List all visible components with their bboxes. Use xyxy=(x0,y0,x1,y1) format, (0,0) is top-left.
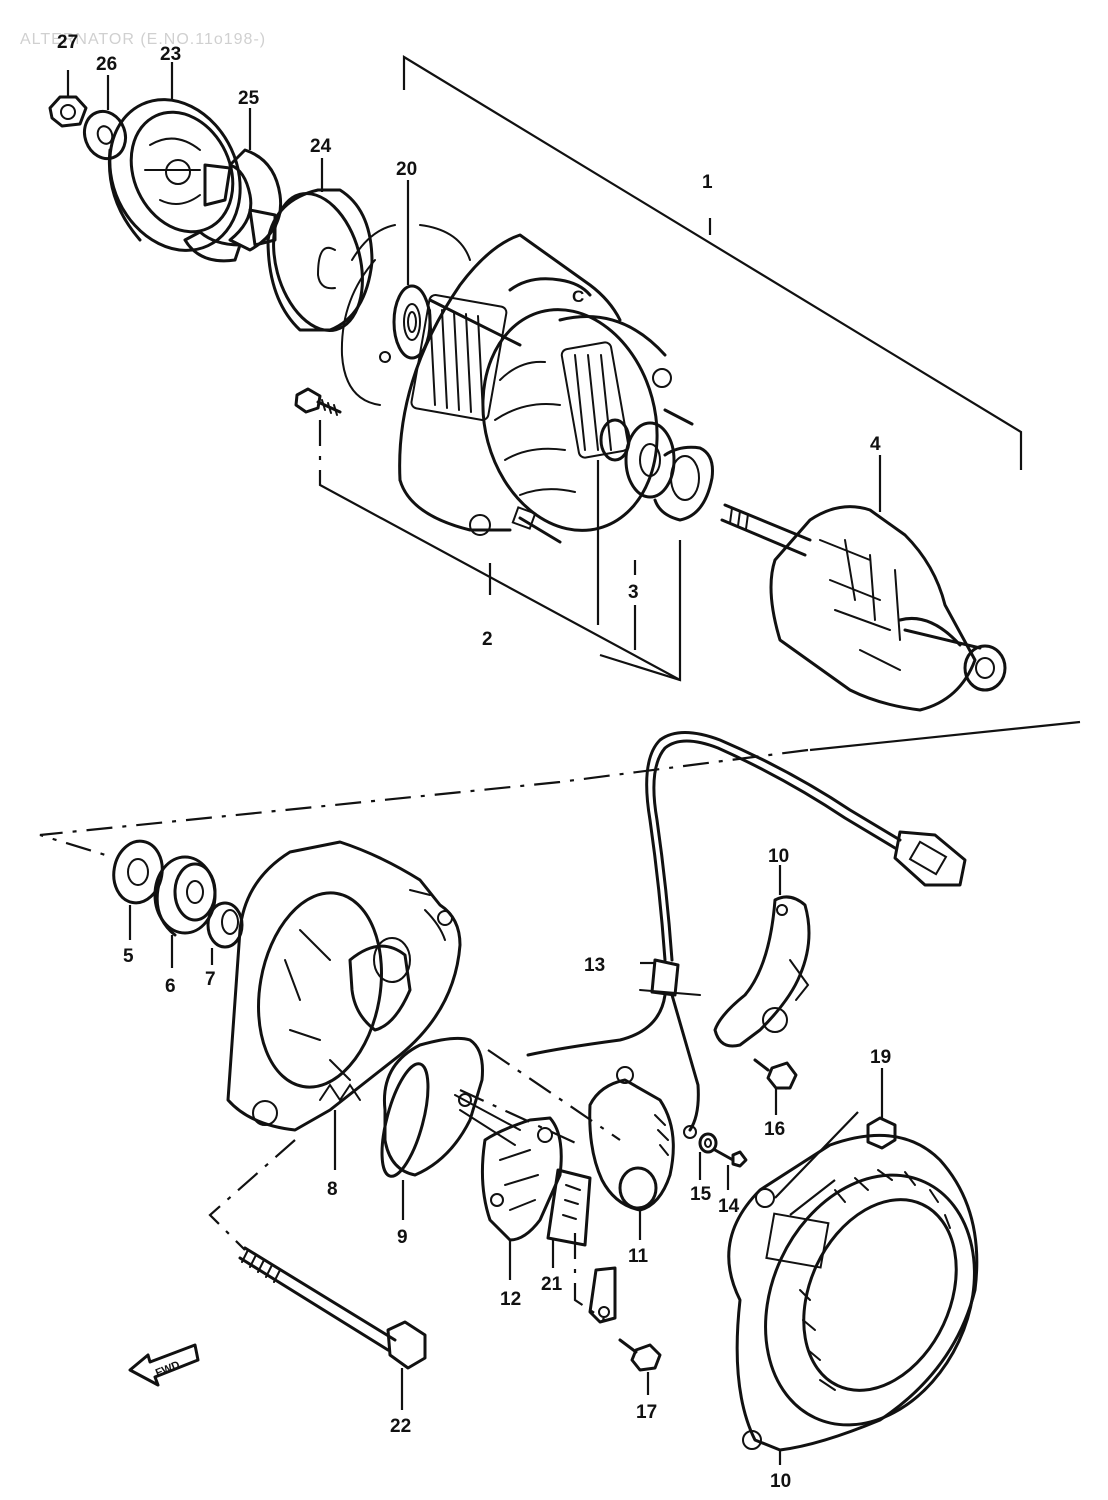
brush-holder-9 xyxy=(380,1036,521,1220)
svg-text:C: C xyxy=(572,287,584,306)
rear-frame-8 xyxy=(226,840,462,1170)
callout-16: 16 xyxy=(764,1119,785,1140)
pulley-23 xyxy=(107,62,242,252)
callout-11: 11 xyxy=(628,1246,649,1267)
fwd-arrow-icon: FWD xyxy=(128,1343,200,1387)
bracket-10 xyxy=(713,865,811,1048)
callout-15: 15 xyxy=(690,1184,712,1205)
callout-27: 27 xyxy=(57,32,78,53)
cooling-fan-25 xyxy=(183,108,283,263)
bearing-6 xyxy=(153,855,217,968)
rotor-4 xyxy=(720,455,1007,712)
callout-6: 6 xyxy=(165,976,176,997)
terminal-17 xyxy=(573,1233,662,1395)
washer-15 xyxy=(698,1132,718,1180)
screw-14 xyxy=(713,1148,748,1190)
drive-end-frame-2: C xyxy=(398,233,622,595)
callout-10-lower: 10 xyxy=(770,1471,791,1492)
stator xyxy=(481,308,694,532)
rear-bearing-3 xyxy=(318,418,714,682)
rectifier-12 xyxy=(480,1116,563,1280)
callout-25: 25 xyxy=(238,88,260,109)
assembly-axis-lines xyxy=(459,1049,621,1146)
callout-13: 13 xyxy=(584,955,605,976)
callout-7: 7 xyxy=(205,969,216,990)
callout-2: 2 xyxy=(482,629,493,650)
nut-19 xyxy=(866,1068,897,1150)
callout-23: 23 xyxy=(160,44,181,65)
through-bolt-small xyxy=(294,387,342,470)
callout-19: 19 xyxy=(870,1047,891,1068)
callout-labels: 27 26 23 25 24 20 1 4 3 2 10 13 5 6 7 19… xyxy=(57,32,891,1492)
callout-4: 4 xyxy=(870,434,881,455)
callout-5: 5 xyxy=(123,946,134,967)
callout-20: 20 xyxy=(396,159,417,180)
nut-27 xyxy=(48,70,88,128)
callout-8: 8 xyxy=(327,1179,338,1200)
callout-1: 1 xyxy=(702,172,713,193)
rear-cover-10 xyxy=(727,1111,979,1465)
callout-9: 9 xyxy=(397,1227,408,1248)
callout-14: 14 xyxy=(718,1196,740,1217)
through-bolt-22 xyxy=(208,1139,427,1410)
callout-24: 24 xyxy=(310,136,332,157)
diagram-title: ALTERNATOR (E.NO.11o198-) xyxy=(20,31,266,48)
screw-16 xyxy=(753,1058,798,1115)
callout-22: 22 xyxy=(390,1416,411,1437)
insulator-21 xyxy=(546,1168,592,1268)
regulator-11 xyxy=(588,1066,675,1240)
callout-10-upper: 10 xyxy=(768,846,789,867)
callout-21: 21 xyxy=(541,1274,563,1295)
callout-3: 3 xyxy=(628,582,639,603)
callout-17: 17 xyxy=(636,1402,657,1423)
wire-harness-13 xyxy=(526,731,967,1139)
callout-26: 26 xyxy=(96,54,117,75)
washer-5 xyxy=(112,839,164,940)
washer-26 xyxy=(82,75,128,161)
callout-12: 12 xyxy=(500,1289,521,1310)
fwd-label: FWD xyxy=(154,1359,182,1380)
assembly-bracket xyxy=(39,55,1081,859)
